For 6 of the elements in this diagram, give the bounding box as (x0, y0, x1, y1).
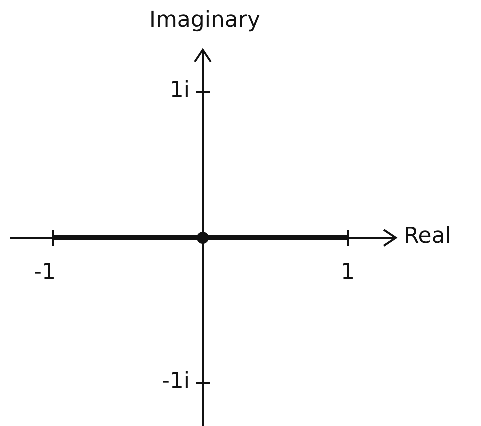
axis-label: 1 (341, 262, 355, 284)
axis-label: Real (404, 226, 452, 248)
axis-label: Imaginary (150, 10, 260, 32)
axis-label: -1i (162, 371, 190, 393)
axis-label: 1i (170, 80, 190, 102)
axis-label: -1 (34, 262, 56, 284)
